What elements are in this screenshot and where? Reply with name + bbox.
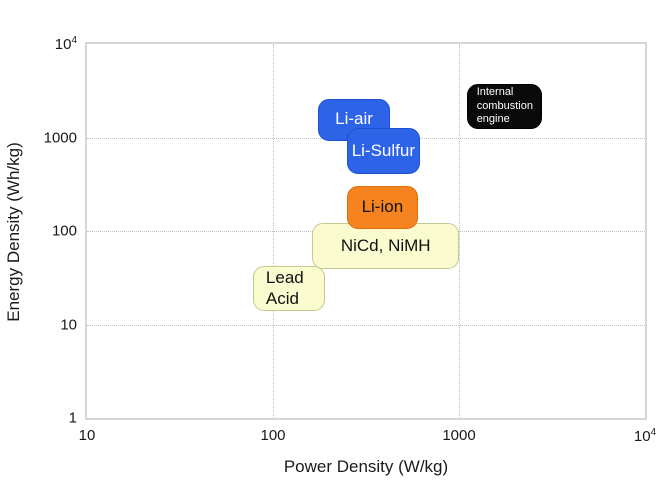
y-tick-label-10000: 104 — [54, 35, 77, 53]
x-tick-label-10: 10 — [78, 427, 96, 444]
region-label-line: Li-Sulfur — [351, 140, 416, 160]
y-tick-label-100: 100 — [51, 222, 77, 240]
region-label-line: engine — [476, 112, 510, 125]
gridline-y-10 — [87, 324, 645, 326]
x-tick-label-10000: 104 — [633, 427, 657, 445]
region-label-line: combustion — [476, 99, 533, 112]
region-label-line: Internal — [476, 86, 514, 99]
y-axis-title: Energy Density (Wh/kg) — [4, 142, 23, 322]
y-tick-label-1000: 1000 — [43, 129, 77, 146]
x-axis-ticks: 10 100 1000 104 — [79, 427, 656, 449]
y-tick-label-10: 10 — [60, 316, 77, 333]
region-label-line: NiCd, NiMH — [340, 235, 431, 255]
tick-exponent: 4 — [650, 427, 657, 438]
tick-exponent: 4 — [71, 35, 77, 46]
y-axis-ticks: 104 1000 100 10 1 — [0, 35, 77, 427]
x-axis-title: Power Density (W/kg) — [283, 457, 449, 476]
region-nicd-nimh: NiCd, NiMH — [312, 222, 459, 270]
x-tick-label-100: 100 — [260, 427, 286, 444]
region-label-line: Lead — [265, 267, 304, 287]
region-li-sulfur: Li-Sulfur — [347, 128, 420, 174]
region-label-line: Acid — [265, 288, 299, 308]
region-label-line: Li-ion — [361, 196, 404, 216]
y-tick-label-1: 1 — [68, 409, 77, 427]
x-tick-label-1000: 1000 — [442, 427, 476, 444]
region-label-line: Li-air — [335, 109, 373, 129]
region-li-ion: Li-ion — [347, 185, 418, 229]
